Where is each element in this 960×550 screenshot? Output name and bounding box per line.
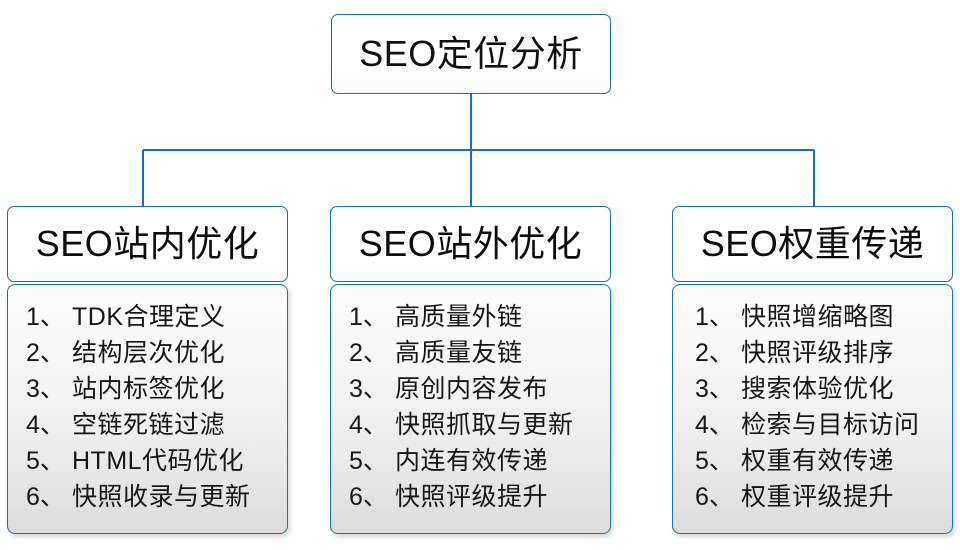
list-item-text: 权重有效传递 [741, 447, 895, 475]
list-item-index: 3、 [349, 375, 388, 403]
list-item: 2、 高质量友链 [349, 335, 610, 371]
list-item-index: 5、 [695, 447, 734, 475]
root-node[interactable]: SEO定位分析 [331, 14, 611, 94]
list-item-index: 1、 [695, 303, 734, 331]
list-item: 3、 原创内容发布 [349, 371, 610, 407]
list-item: 6、 权重评级提升 [695, 479, 952, 515]
list-item-index: 5、 [349, 447, 388, 475]
list-item: 5、 内连有效传递 [349, 443, 610, 479]
branch-item-list-2: 1、 高质量外链 2、 高质量友链 3、 原创内容发布 4、 快照抓取与更新 5… [331, 299, 610, 515]
list-item-text: 高质量友链 [395, 339, 523, 367]
list-item-text: 空链死链过滤 [72, 411, 226, 439]
list-item-text: TDK合理定义 [72, 303, 226, 331]
list-item-text: 快照抓取与更新 [395, 411, 574, 439]
list-item: 5、 HTML代码优化 [26, 443, 287, 479]
list-item-index: 6、 [26, 483, 65, 511]
list-item-index: 2、 [26, 339, 65, 367]
branch-header-2[interactable]: SEO站外优化 [330, 206, 611, 282]
list-item-text: 高质量外链 [395, 303, 523, 331]
list-item-text: 快照评级提升 [395, 483, 549, 511]
branch-body-3: 1、 快照增缩略图 2、 快照评级排序 3、 搜索体验优化 4、 检索与目标访问… [672, 284, 953, 534]
list-item: 1、 快照增缩略图 [695, 299, 952, 335]
branch-header-label-3: SEO权重传递 [700, 223, 925, 264]
list-item: 6、 快照收录与更新 [26, 479, 287, 515]
list-item: 6、 快照评级提升 [349, 479, 610, 515]
list-item: 1、 TDK合理定义 [26, 299, 287, 335]
branch-column-2: SEO站外优化 1、 高质量外链 2、 高质量友链 3、 原创内容发布 4、 快 [330, 206, 611, 534]
list-item: 4、 快照抓取与更新 [349, 407, 610, 443]
list-item-index: 6、 [349, 483, 388, 511]
list-item-text: 内连有效传递 [395, 447, 549, 475]
list-item-index: 2、 [349, 339, 388, 367]
list-item-index: 2、 [695, 339, 734, 367]
branch-header-label-2: SEO站外优化 [358, 223, 583, 264]
list-item: 2、 快照评级排序 [695, 335, 952, 371]
branch-column-1: SEO站内优化 1、 TDK合理定义 2、 结构层次优化 3、 站内标签优化 4… [7, 206, 288, 534]
list-item: 3、 站内标签优化 [26, 371, 287, 407]
list-item: 1、 高质量外链 [349, 299, 610, 335]
list-item-text: 搜索体验优化 [741, 375, 895, 403]
list-item: 5、 权重有效传递 [695, 443, 952, 479]
list-item-index: 4、 [349, 411, 388, 439]
list-item-index: 3、 [695, 375, 734, 403]
list-item-text: 检索与目标访问 [741, 411, 920, 439]
root-node-label: SEO定位分析 [359, 33, 583, 74]
branch-item-list-3: 1、 快照增缩略图 2、 快照评级排序 3、 搜索体验优化 4、 检索与目标访问… [673, 299, 952, 515]
list-item-index: 5、 [26, 447, 65, 475]
branch-header-3[interactable]: SEO权重传递 [672, 206, 953, 282]
list-item: 2、 结构层次优化 [26, 335, 287, 371]
list-item-text: 站内标签优化 [72, 375, 226, 403]
list-item-index: 3、 [26, 375, 65, 403]
list-item-text: 快照增缩略图 [741, 303, 895, 331]
branch-header-label-1: SEO站内优化 [35, 223, 260, 264]
branch-item-list-1: 1、 TDK合理定义 2、 结构层次优化 3、 站内标签优化 4、 空链死链过滤… [8, 299, 287, 515]
branch-body-1: 1、 TDK合理定义 2、 结构层次优化 3、 站内标签优化 4、 空链死链过滤… [7, 284, 288, 534]
list-item-text: 权重评级提升 [741, 483, 895, 511]
list-item-text: 原创内容发布 [395, 375, 549, 403]
list-item-index: 6、 [695, 483, 734, 511]
list-item-index: 4、 [26, 411, 65, 439]
list-item-text: HTML代码优化 [72, 447, 245, 475]
list-item-index: 1、 [26, 303, 65, 331]
branch-body-2: 1、 高质量外链 2、 高质量友链 3、 原创内容发布 4、 快照抓取与更新 5… [330, 284, 611, 534]
list-item-index: 1、 [349, 303, 388, 331]
branch-header-1[interactable]: SEO站内优化 [7, 206, 288, 282]
list-item-text: 快照评级排序 [741, 339, 895, 367]
list-item-index: 4、 [695, 411, 734, 439]
list-item: 3、 搜索体验优化 [695, 371, 952, 407]
list-item: 4、 空链死链过滤 [26, 407, 287, 443]
list-item-text: 快照收录与更新 [72, 483, 251, 511]
branch-column-3: SEO权重传递 1、 快照增缩略图 2、 快照评级排序 3、 搜索体验优化 4、 [672, 206, 953, 534]
list-item: 4、 检索与目标访问 [695, 407, 952, 443]
list-item-text: 结构层次优化 [72, 339, 226, 367]
